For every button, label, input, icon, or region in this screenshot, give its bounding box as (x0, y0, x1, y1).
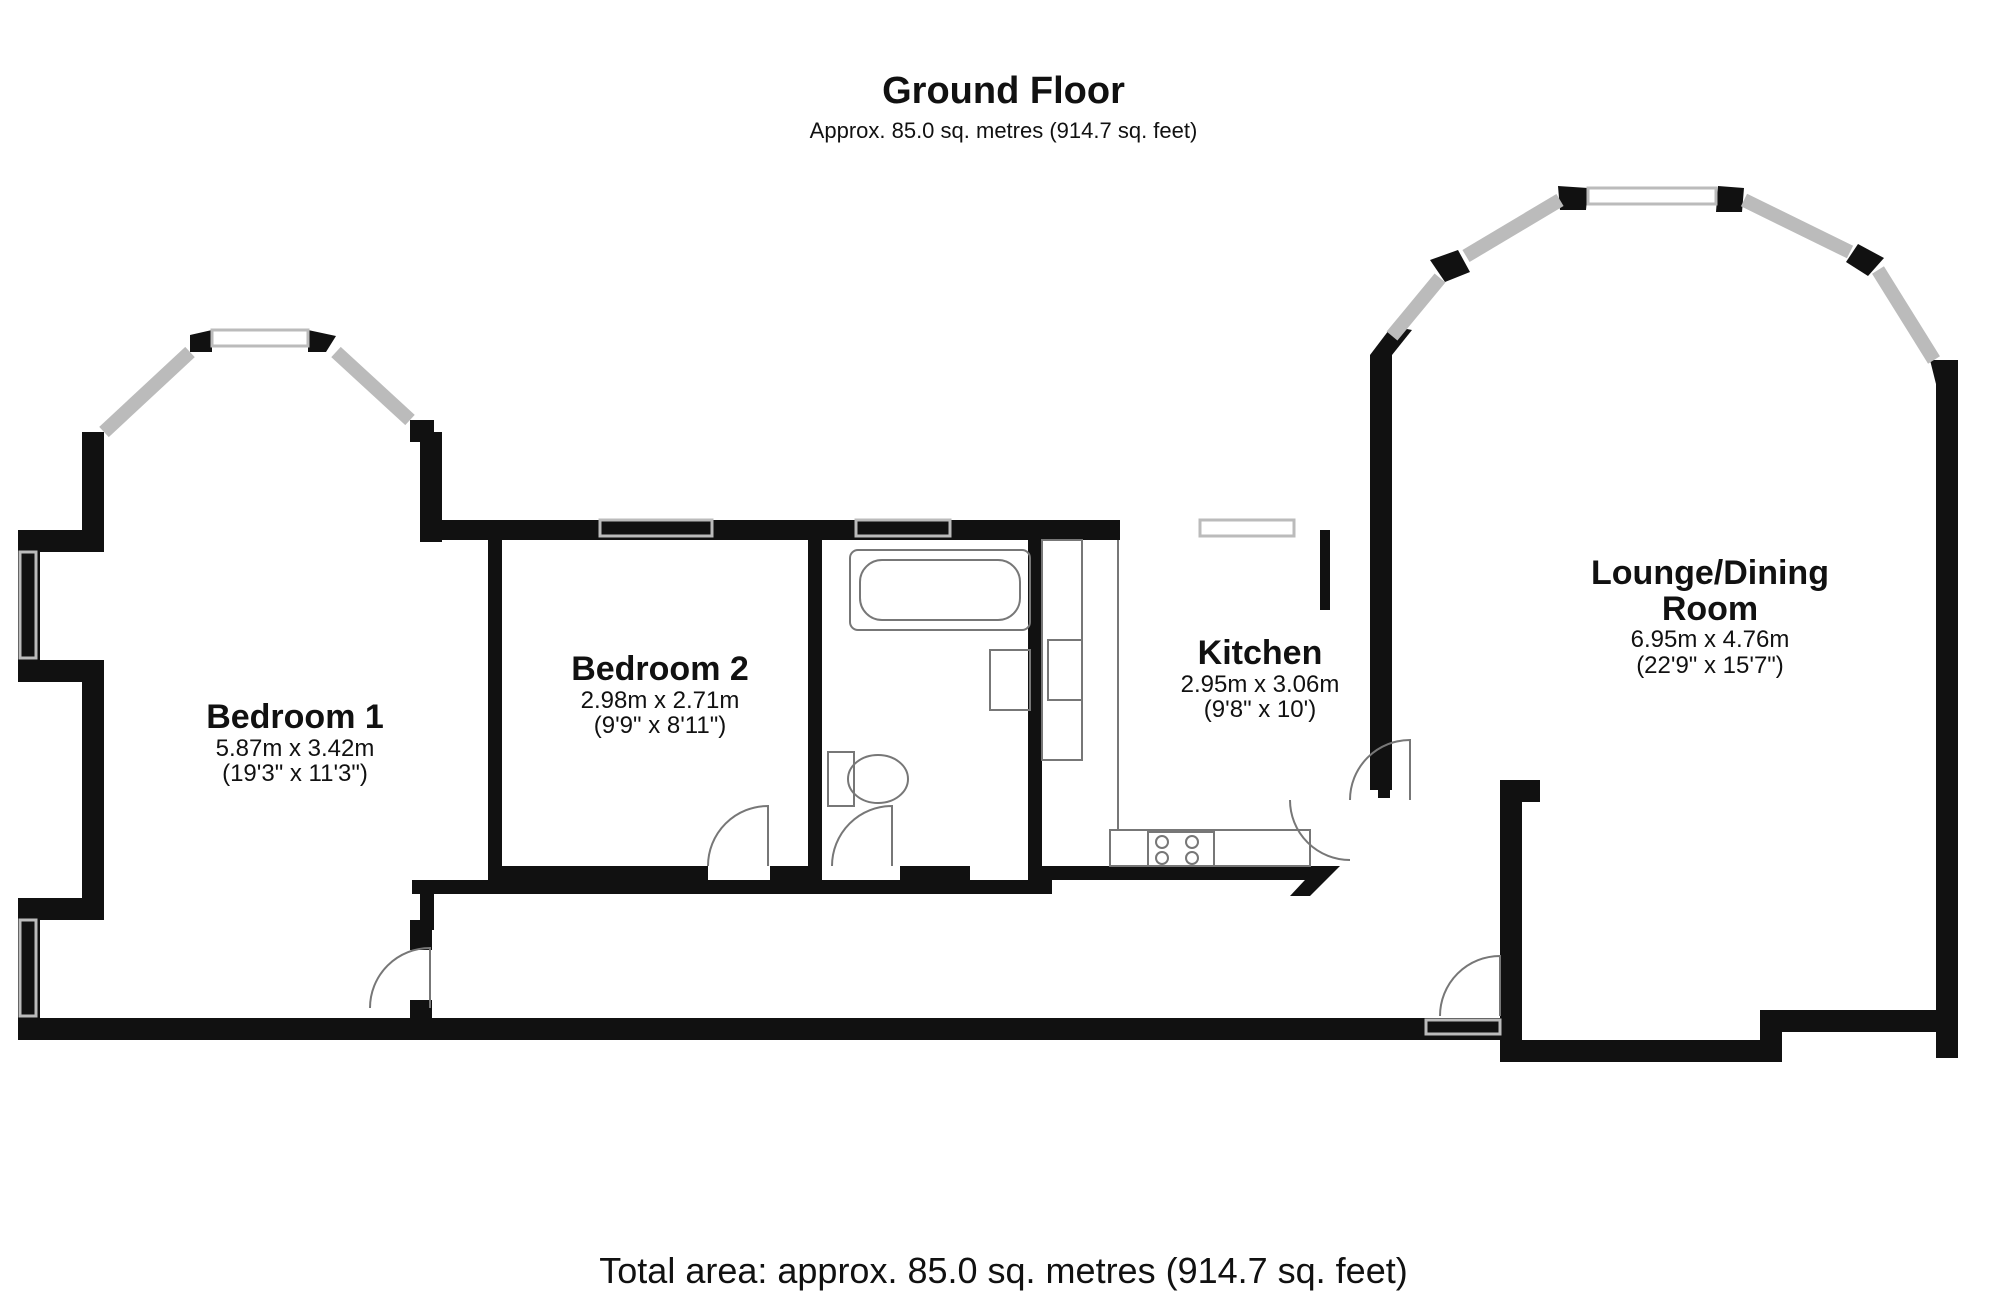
total-area: Total area: approx. 85.0 sq. metres (914… (599, 1250, 1408, 1291)
kitchen-counter-bottom (1109, 829, 1311, 867)
doors (369, 738, 1501, 1017)
hob (1147, 831, 1215, 867)
room-metric: 5.87m x 3.42m (215, 734, 375, 762)
room-label-bedroom-2: Bedroom 2 2.98m x 2.71m (9'9" x 8'11") (530, 650, 790, 739)
room-imperial: (22'9" x 15'7") (1636, 651, 1784, 679)
room-metric: 2.98m x 2.71m (580, 686, 740, 714)
room-name: Bedroom 2 (571, 650, 749, 688)
kitchen-sink (1047, 639, 1083, 701)
room-metric: 2.95m x 3.06m (1180, 670, 1340, 698)
washbasin (989, 649, 1031, 711)
fixtures (827, 539, 1311, 867)
page-title: Ground Floor (882, 70, 1125, 112)
room-name: Bedroom 1 (206, 698, 384, 736)
room-label-bedroom-1: Bedroom 1 5.87m x 3.42m (19'3" x 11'3") (170, 698, 420, 787)
room-imperial: (9'8" x 10') (1203, 695, 1317, 723)
room-imperial: (19'3" x 11'3") (222, 759, 368, 787)
windows (18, 186, 1940, 1036)
walls (18, 186, 1958, 1062)
toilet-cistern (827, 751, 855, 807)
room-name: Lounge/Dining Room (1591, 554, 1829, 628)
bathtub-inner (859, 559, 1021, 621)
room-name: Kitchen (1197, 634, 1323, 672)
room-label-kitchen: Kitchen 2.95m x 3.06m (9'8" x 10') (1130, 634, 1390, 723)
bathtub (849, 549, 1031, 631)
floor-area-subtitle: Approx. 85.0 sq. metres (914.7 sq. feet) (809, 118, 1198, 143)
room-label-lounge-dining: Lounge/Dining Room 6.95m x 4.76m (22'9" … (1570, 554, 1850, 679)
room-metric: 6.95m x 4.76m (1630, 626, 1790, 654)
room-imperial: (9'9" x 8'11") (593, 711, 727, 739)
toilet-bowl (847, 754, 909, 804)
